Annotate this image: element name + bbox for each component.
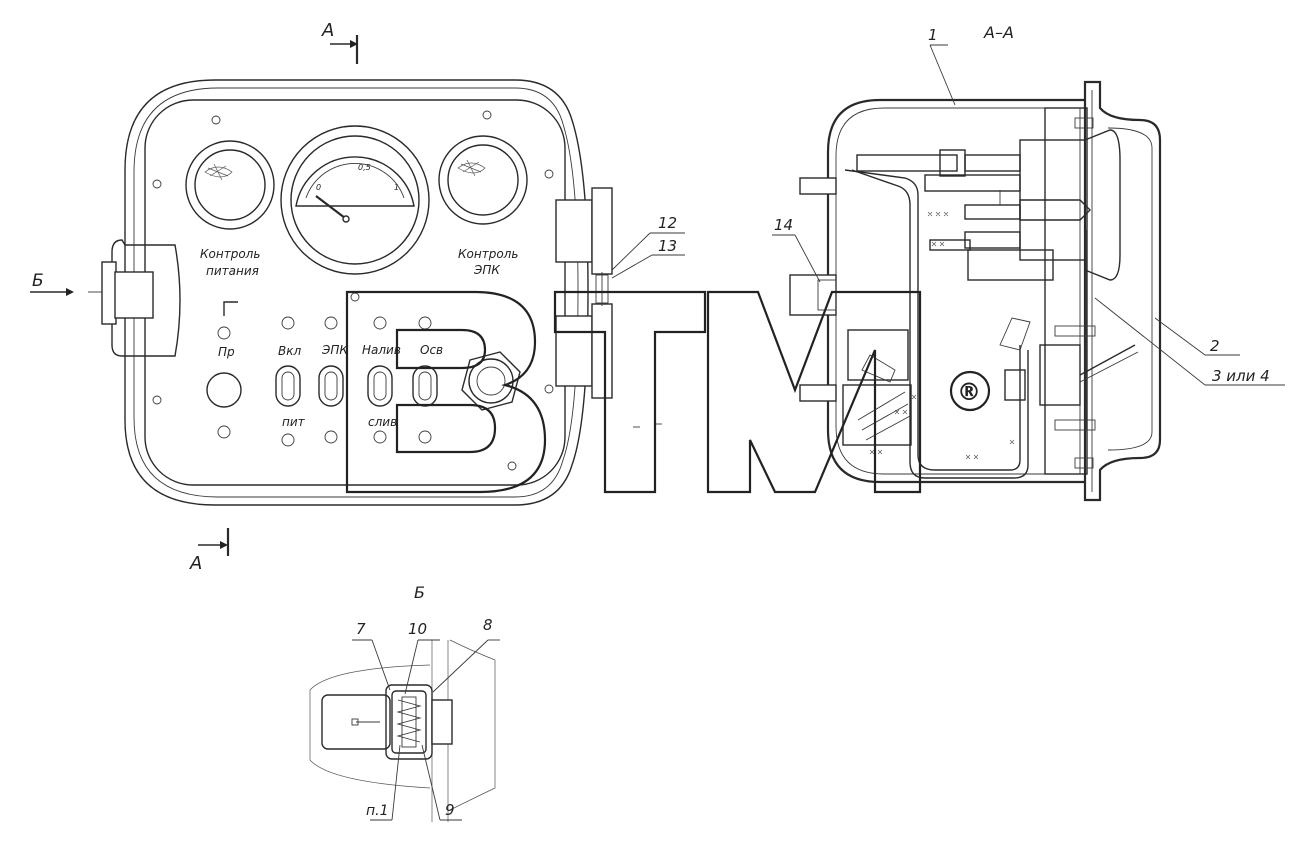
callout-7: 7 <box>356 620 366 638</box>
control-epk-line1: Контроль <box>458 247 518 261</box>
cable-gland-nut <box>461 351 521 411</box>
callout-10: 10 <box>408 620 427 638</box>
section-a-top-label: А <box>321 20 334 41</box>
watermark-registered: ® <box>957 378 981 406</box>
section-a-top-marker: А <box>321 20 359 64</box>
view-b-arrow-label: Б <box>32 271 44 291</box>
callout-13: 13 <box>658 237 677 255</box>
switch-indicators-bottom <box>217 425 432 447</box>
callout-12: 12 <box>658 214 677 232</box>
switch-label-pit: пит <box>282 415 306 429</box>
epk-indicator-lamp <box>438 135 528 225</box>
switch-label-pr: Пр <box>218 345 235 359</box>
callout-14: 14 <box>774 216 793 234</box>
switch-label-sliv: слив <box>368 415 397 429</box>
callout-12-13: 12 13 <box>611 214 685 279</box>
toggle-switches <box>275 365 438 407</box>
connector-left <box>88 239 181 357</box>
switch-label-epk: ЭПК <box>321 343 348 357</box>
view-b-arrow: Б <box>30 271 74 296</box>
push-button-pr <box>206 372 242 408</box>
gauge-label-0: 0 <box>316 183 321 192</box>
switch-label-naliv: Налив <box>362 343 401 357</box>
gauge-label-05: 0,5 <box>358 163 371 172</box>
gauge-label-1: 1 <box>394 183 399 192</box>
section-a-bottom-marker: А <box>189 528 230 574</box>
switch-indicators-top <box>217 316 432 340</box>
switch-label-vkl: Вкл <box>278 344 301 358</box>
control-power-line2: питания <box>206 264 259 278</box>
section-aa-title: А–А <box>983 23 1014 42</box>
hinge <box>555 187 613 399</box>
control-power-line1: Контроль <box>200 247 260 261</box>
section-a-bottom-label: А <box>189 553 202 574</box>
pressure-gauge: 0 0,5 1 <box>280 125 430 275</box>
callout-n1: п.1 <box>366 803 389 819</box>
power-indicator-lamp <box>185 140 275 230</box>
callout-1: 1 <box>928 26 938 44</box>
switch-label-osv: Осв <box>420 343 443 357</box>
callout-3-or-4: 3 или 4 <box>1212 367 1270 385</box>
view-b-detail: Б 7 10 8 п.1 9 <box>309 583 500 822</box>
callout-2: 2 <box>1210 337 1220 355</box>
btm-watermark: ® <box>345 290 991 494</box>
callout-8: 8 <box>483 616 493 634</box>
section-aa: А–А <box>772 23 1285 502</box>
control-epk-line2: ЭПК <box>473 263 500 277</box>
callout-9: 9 <box>445 801 455 819</box>
view-b-title: Б <box>414 583 425 602</box>
